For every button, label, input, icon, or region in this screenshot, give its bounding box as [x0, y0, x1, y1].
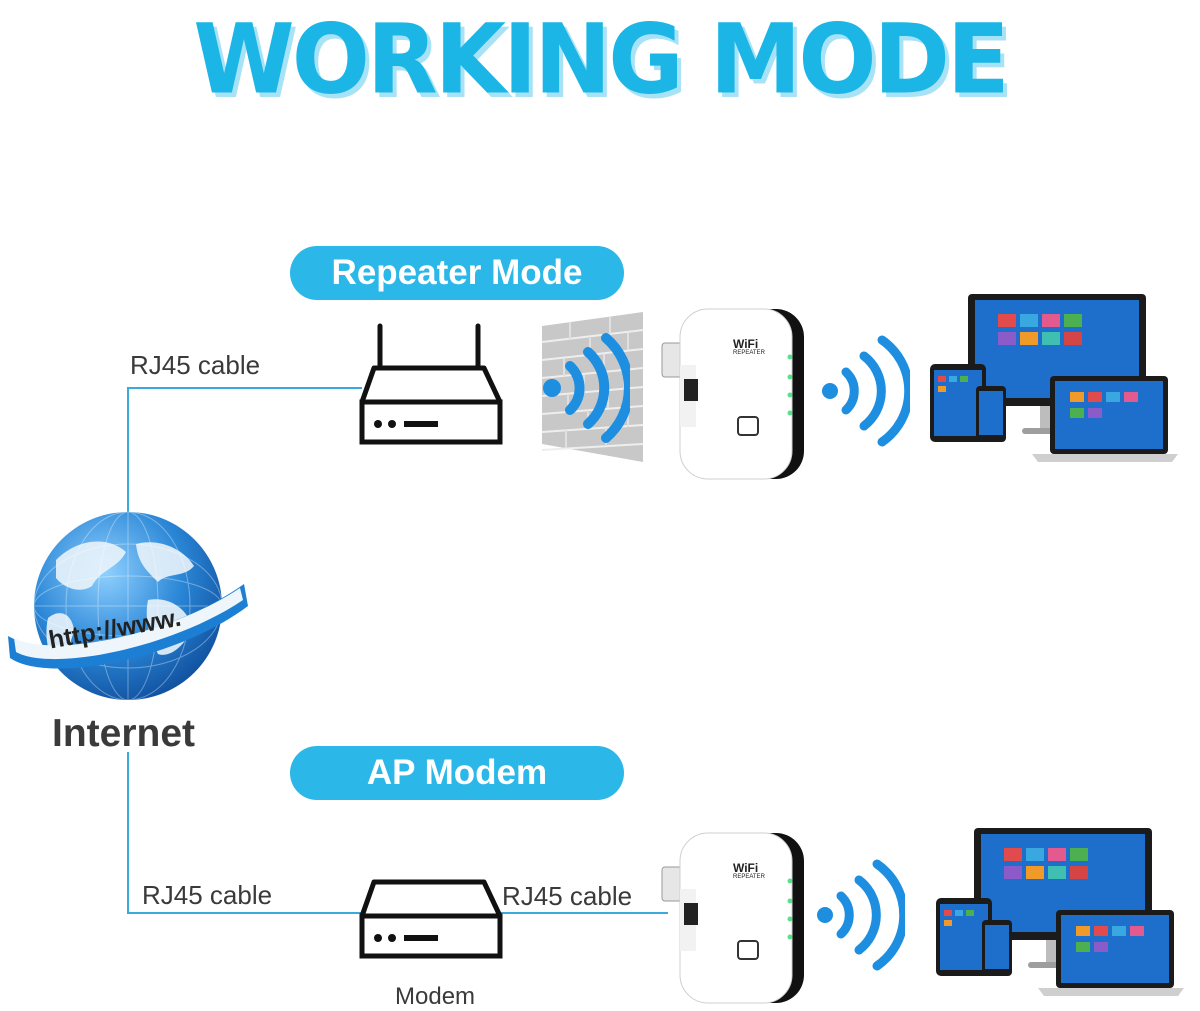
repeater-brand-label: WiFi	[733, 861, 759, 875]
modem-label: Modem	[395, 983, 476, 1010]
repeater-sub-label: REPEATER	[733, 874, 765, 880]
rj45-cable-label-bottom-right: RJ45 cable	[502, 881, 633, 911]
ap-modem-pill: AP Modem	[290, 746, 624, 800]
wifi-signal-icon	[820, 332, 910, 450]
rj45-cable-label-top: RJ45 cable	[130, 350, 261, 380]
devices-icon	[928, 292, 1178, 464]
repeater-brand-label: WiFi	[733, 337, 759, 351]
modem-icon	[356, 876, 506, 962]
router-icon	[356, 322, 506, 448]
wifi-signal-icon	[815, 856, 905, 974]
globe-icon	[8, 508, 248, 703]
repeater-mode-pill: Repeater Mode	[290, 246, 624, 300]
wifi-repeater-icon	[660, 305, 810, 483]
devices-icon	[934, 826, 1184, 998]
internet-label: Internet	[52, 712, 196, 755]
wifi-repeater-icon	[660, 829, 810, 1007]
wifi-signal-icon	[540, 328, 630, 448]
page-title: WORKING MODE	[193, 3, 1010, 116]
repeater-sub-label: REPEATER	[733, 350, 765, 356]
rj45-cable-label-bottom-left: RJ45 cable	[142, 880, 273, 910]
